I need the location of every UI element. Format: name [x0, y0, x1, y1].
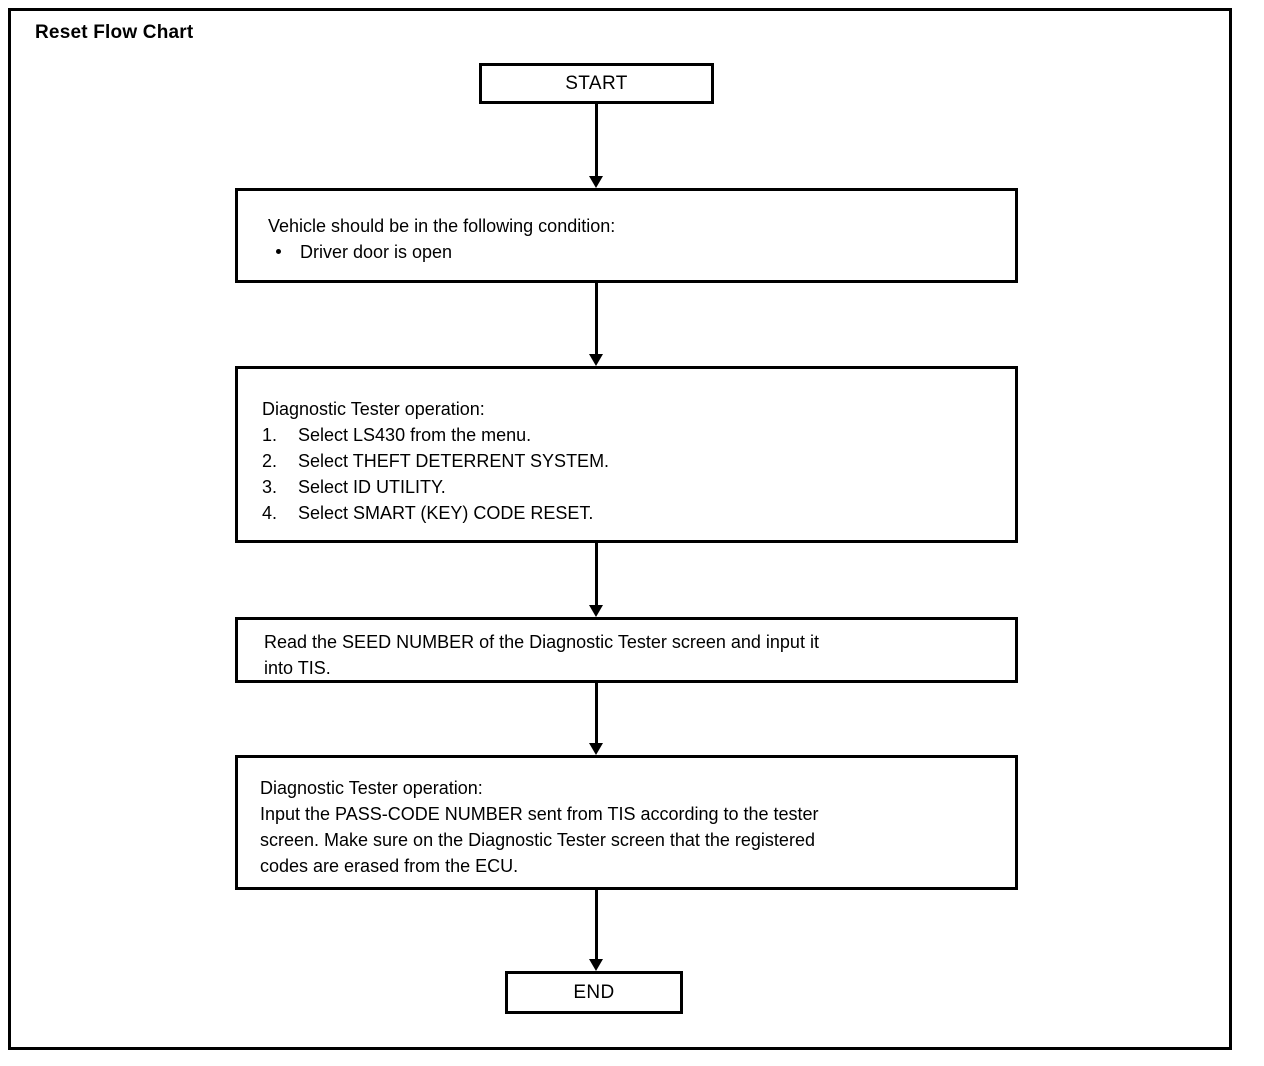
- node-read-seed-number-body: Read the SEED NUMBER of the Diagnostic T…: [264, 629, 1001, 681]
- list-item-number: 3.: [262, 477, 278, 497]
- node-tester-operation-1: Diagnostic Tester operation: 1. Select L…: [235, 366, 1018, 543]
- connector-start-to-conditions: [588, 104, 604, 188]
- list-item: 2. Select THEFT DETERRENT SYSTEM.: [262, 448, 1001, 474]
- connector-conditions-to-tester-operation-1: [588, 283, 604, 366]
- arrowhead-icon: [589, 605, 603, 617]
- node-tester-operation-2-line: screen. Make sure on the Diagnostic Test…: [260, 830, 815, 850]
- connector-stem: [595, 543, 598, 607]
- connector-read-seed-number-to-tester-operation-2: [588, 683, 604, 755]
- node-tester-operation-2-line: codes are erased from the ECU.: [260, 856, 519, 876]
- node-tester-operation-2-body: Diagnostic Tester operation: Input the P…: [260, 775, 1001, 879]
- node-tester-operation-2-lead: Diagnostic Tester operation:: [260, 778, 483, 798]
- node-tester-operation-1-lead: Diagnostic Tester operation:: [262, 399, 485, 419]
- arrowhead-icon: [589, 959, 603, 971]
- node-start: START: [479, 63, 714, 104]
- node-conditions: Vehicle should be in the following condi…: [235, 188, 1018, 283]
- list-item: 4. Select SMART (KEY) CODE RESET.: [262, 500, 1001, 526]
- node-tester-operation-2: Diagnostic Tester operation: Input the P…: [235, 755, 1018, 890]
- list-item-text: Select LS430 from the menu.: [298, 425, 532, 445]
- list-item: Driver door is open: [268, 239, 1001, 265]
- connector-stem: [595, 283, 598, 356]
- node-conditions-body: Vehicle should be in the following condi…: [268, 213, 1001, 265]
- node-conditions-bullet-list: Driver door is open: [268, 239, 1001, 265]
- arrowhead-icon: [589, 354, 603, 366]
- list-item-number: 4.: [262, 503, 278, 523]
- node-tester-operation-2-line: Input the PASS-CODE NUMBER sent from TIS…: [260, 804, 819, 824]
- node-tester-operation-1-body: Diagnostic Tester operation: 1. Select L…: [262, 396, 1001, 526]
- connector-stem: [595, 683, 598, 745]
- node-start-label: START: [565, 72, 628, 94]
- node-end: END: [505, 971, 683, 1014]
- node-end-label: END: [573, 981, 615, 1003]
- arrowhead-icon: [589, 176, 603, 188]
- list-item-number: 2.: [262, 451, 278, 471]
- connector-stem: [595, 104, 598, 178]
- node-read-seed-number-line: into TIS.: [264, 658, 331, 678]
- bullet-dot-icon: [276, 249, 281, 254]
- list-item-number: 1.: [262, 425, 278, 445]
- list-item-text: Select ID UTILITY.: [298, 477, 446, 497]
- page-title: Reset Flow Chart: [35, 22, 194, 43]
- list-item-text: Select SMART (KEY) CODE RESET.: [298, 503, 594, 523]
- node-tester-operation-1-step-list: 1. Select LS430 from the menu. 2. Select…: [262, 422, 1001, 526]
- list-item: 1. Select LS430 from the menu.: [262, 422, 1001, 448]
- connector-tester-operation-1-to-read-seed-number: [588, 543, 604, 617]
- list-item: 3. Select ID UTILITY.: [262, 474, 1001, 500]
- arrowhead-icon: [589, 743, 603, 755]
- list-item-text: Driver door is open: [300, 242, 453, 262]
- connector-stem: [595, 890, 598, 961]
- node-conditions-lead: Vehicle should be in the following condi…: [268, 216, 616, 236]
- node-read-seed-number: Read the SEED NUMBER of the Diagnostic T…: [235, 617, 1018, 683]
- list-item-text: Select THEFT DETERRENT SYSTEM.: [298, 451, 610, 471]
- connector-tester-operation-2-to-end: [588, 890, 604, 971]
- node-read-seed-number-line: Read the SEED NUMBER of the Diagnostic T…: [264, 632, 819, 652]
